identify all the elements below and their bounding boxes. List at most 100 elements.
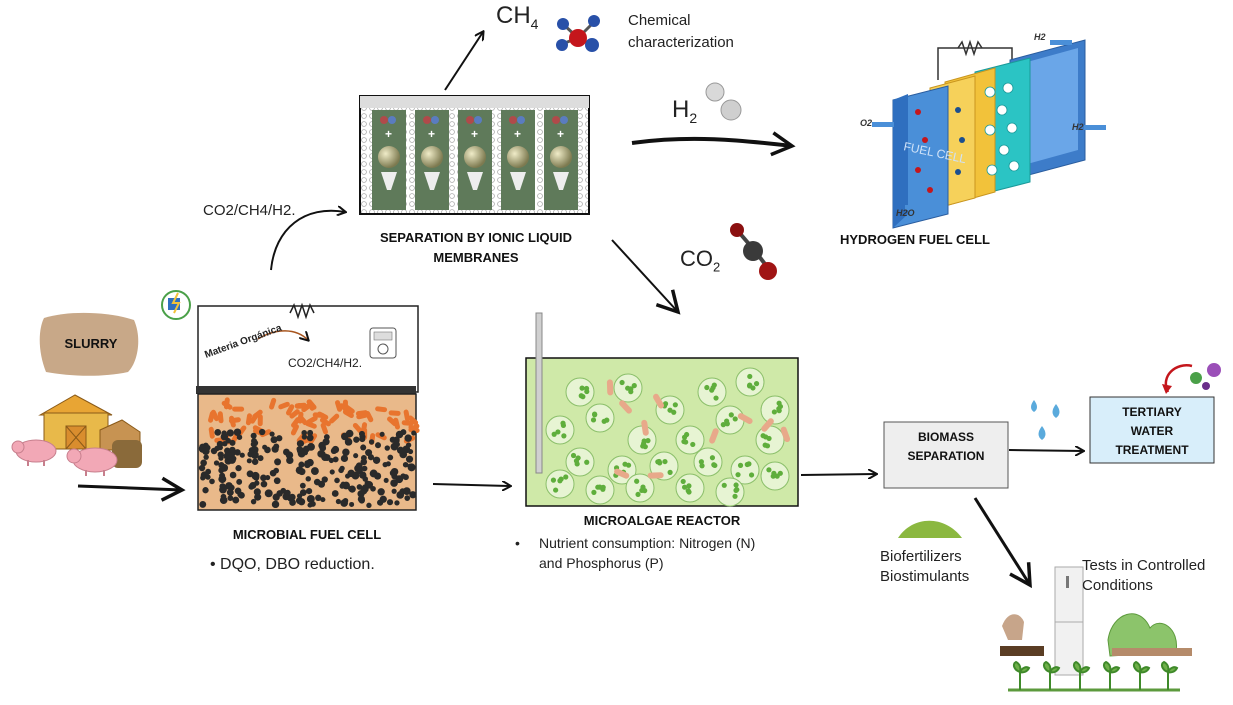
membrane-funnel: [510, 172, 526, 190]
algae-chloroplast: [732, 416, 738, 422]
ionic-liquid-droplet: [421, 146, 443, 168]
algae-chloroplast: [681, 484, 688, 490]
electrode-granule: [335, 498, 342, 505]
bacterium: [780, 426, 791, 443]
electrode-granule: [273, 443, 280, 450]
electrode-granule: [383, 477, 389, 483]
electrode-granule: [368, 439, 375, 445]
algae-chloroplast: [561, 433, 567, 439]
electrode-granule: [402, 445, 411, 454]
electrode-granule: [305, 487, 313, 495]
electrode-granule: [342, 497, 349, 504]
electrode-granule: [305, 476, 311, 482]
plug-icon: [161, 290, 191, 320]
electrode-granule: [254, 480, 260, 486]
algae-cell: [715, 405, 745, 435]
arrows: [77, 32, 1083, 589]
electrode-granule: [214, 445, 220, 452]
molecule-ch4-icon: [556, 15, 600, 52]
arrow-reactor-to-biomass: [800, 474, 876, 475]
electrode-granule: [354, 464, 363, 473]
bacterium: [737, 413, 753, 424]
electrode-granule: [296, 446, 303, 452]
algae-chloroplast: [720, 422, 726, 428]
electrode-granule: [209, 478, 215, 485]
mfc-bullet: • DQO, DBO reduction.: [210, 556, 375, 573]
h2-in-label: H2: [1034, 32, 1046, 42]
bacterium: [260, 429, 272, 438]
electrode-granule: [331, 490, 339, 497]
electrode-granule: [200, 459, 207, 467]
h2o-label: H2O: [896, 208, 915, 218]
electrode-granule: [202, 447, 210, 455]
electrode-granule: [365, 449, 373, 457]
electrode-granule: [236, 478, 243, 485]
electrode-granule: [271, 500, 280, 509]
bacterium: [335, 400, 343, 412]
gas-particle: [466, 116, 474, 124]
arrow-mfc-to-membrane: [270, 211, 345, 271]
gas-particle: [380, 116, 388, 124]
electrode-granule: [301, 434, 308, 440]
algae-chloroplast: [590, 417, 597, 423]
bacterium: [761, 418, 774, 432]
electrode-granule: [353, 436, 360, 443]
electrode-granule: [363, 486, 369, 493]
algae-chloroplast: [732, 493, 738, 499]
algae-chloroplast: [579, 385, 585, 391]
electrode-granule: [258, 428, 266, 436]
algae-chloroplast: [563, 474, 569, 480]
tests-label-line-2: Conditions: [1082, 577, 1153, 594]
electrode-granule: [315, 494, 322, 502]
electrode-granule: [288, 493, 296, 501]
electrode-granule: [269, 431, 275, 437]
electrode-granule: [222, 441, 228, 447]
algae-cell: [625, 473, 655, 503]
electrode-granule: [289, 499, 296, 506]
h2-subscript: 2: [689, 109, 698, 126]
electrode-granule: [246, 458, 252, 464]
electrode-granule: [199, 500, 207, 508]
arrow-mfc-to-reactor: [432, 484, 510, 486]
electrode-granule: [345, 429, 354, 438]
mfc-title: MICROBIAL FUEL CELL: [232, 527, 382, 542]
algae-chloroplast: [721, 482, 727, 488]
electrode-granule: [264, 489, 273, 498]
electrode-granule: [345, 473, 351, 479]
electrode-granule: [200, 471, 209, 479]
electrode-granule: [273, 477, 281, 485]
algae-chloroplast: [728, 412, 734, 418]
gas-particle: [552, 116, 560, 124]
electrode-granule: [213, 460, 220, 466]
electrode-granule: [227, 495, 234, 501]
bacterium: [344, 404, 355, 414]
algae-chloroplast: [746, 461, 752, 467]
electrode-granule: [219, 485, 227, 494]
algae-chloroplast: [604, 417, 610, 423]
electrode-granule: [276, 490, 283, 497]
electrode-granule: [309, 501, 316, 507]
bacterium: [647, 472, 664, 479]
algae-cell: [693, 447, 723, 477]
electrode-granule: [331, 445, 340, 454]
electrode-granule: [332, 456, 339, 463]
algae-cell: [735, 367, 765, 397]
algae-cell: [545, 415, 575, 445]
electrode-granule: [338, 467, 344, 474]
algae-chloroplast: [709, 455, 716, 461]
algae-chloroplast: [762, 442, 768, 448]
algae-chloroplast: [667, 469, 673, 475]
co2-text: CO: [680, 246, 713, 271]
bacterium: [221, 400, 233, 410]
bacterium: [312, 412, 325, 418]
electrode-granule: [320, 450, 326, 457]
bacterium: [252, 409, 263, 419]
bacterium: [653, 393, 665, 409]
bacterium: [329, 413, 340, 424]
bacterium: [290, 424, 299, 436]
hydrogen-fuel-cell-title: HYDROGEN FUEL CELL: [840, 232, 990, 247]
bacterium: [408, 424, 420, 433]
tertiary-treatment-box: [1089, 396, 1215, 464]
algae-chloroplast: [634, 478, 640, 484]
arrow-membrane-to-ch4: [444, 32, 483, 91]
